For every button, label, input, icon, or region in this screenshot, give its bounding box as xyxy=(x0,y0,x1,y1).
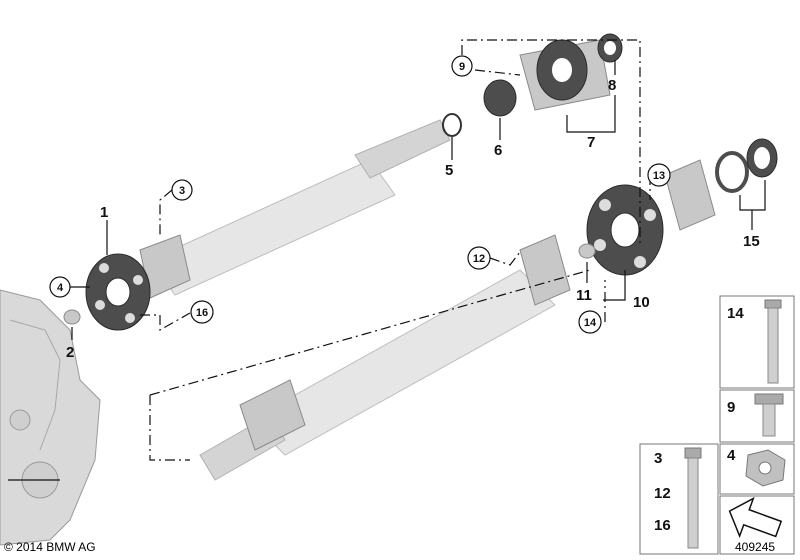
callout-15: 15 xyxy=(743,233,760,250)
copyright: © 2014 BMW AG xyxy=(4,540,96,554)
legend-14: 14 xyxy=(727,305,744,322)
groove-ball-bearing xyxy=(597,33,623,63)
transfer-case xyxy=(0,289,101,546)
callout-9: 9 xyxy=(459,61,465,73)
bolt-3-icon xyxy=(684,447,702,549)
callout-1: 1 xyxy=(100,204,108,221)
centering-sleeve xyxy=(63,309,81,325)
center-bearing xyxy=(519,39,611,111)
legend-3: 3 xyxy=(654,450,662,467)
circled-callouts: 3 4 9 12 13 14 16 xyxy=(49,55,671,334)
callout-4: 4 xyxy=(57,282,64,294)
diagram-number: 409245 xyxy=(735,540,776,554)
arrow-icon xyxy=(728,496,783,539)
callout-10: 10 xyxy=(633,294,650,311)
callout-12: 12 xyxy=(473,253,485,265)
callout-6: 6 xyxy=(494,142,502,159)
bolt-9-icon xyxy=(754,393,784,437)
rear-propeller-shaft xyxy=(199,234,571,481)
nut-4-icon xyxy=(745,449,786,487)
callout-14: 14 xyxy=(584,317,597,329)
legend-9: 9 xyxy=(727,399,735,416)
legend-12: 12 xyxy=(654,485,671,502)
callout-3: 3 xyxy=(179,185,185,197)
callout-13: 13 xyxy=(653,170,665,182)
flex-disc-front xyxy=(85,253,151,331)
legend-16: 16 xyxy=(654,517,671,534)
callout-labels: 1 2 5 6 7 8 10 11 15 xyxy=(66,77,760,361)
flex-disc-rear xyxy=(586,184,664,276)
callout-16: 16 xyxy=(196,307,208,319)
callout-8: 8 xyxy=(608,77,616,94)
circlip xyxy=(442,113,462,137)
callout-2: 2 xyxy=(66,344,74,361)
seal-rings xyxy=(715,138,778,193)
vibration-damper xyxy=(483,79,517,117)
fastener-legend: 14 9 4 3 12 16 xyxy=(639,295,795,555)
leader-lines xyxy=(70,39,766,461)
centering-sleeve-rear xyxy=(578,243,596,259)
front-propeller-shaft xyxy=(139,119,451,299)
legend-4: 4 xyxy=(727,447,736,464)
callout-11: 11 xyxy=(576,287,592,304)
bolt-14-icon xyxy=(764,299,782,384)
rear-flange xyxy=(664,159,716,231)
callout-7: 7 xyxy=(587,134,595,151)
callout-5: 5 xyxy=(445,162,453,179)
